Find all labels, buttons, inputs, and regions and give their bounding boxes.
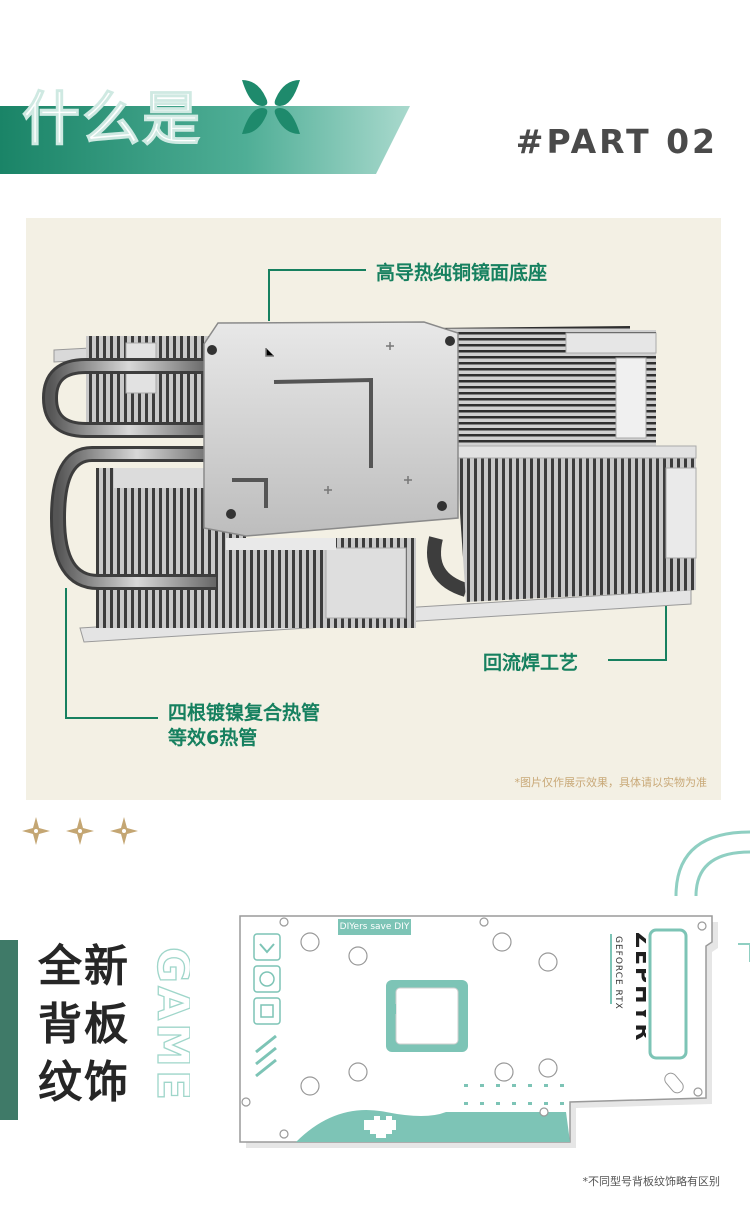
game-watermark: GAME xyxy=(150,946,190,1103)
backplate-illustration xyxy=(239,915,718,1148)
part-label: #PART 02 xyxy=(515,122,718,161)
backplate-brand-mark: ZEPHYR GEFORCE RTX xyxy=(610,932,646,1042)
callout-reflow-soldering: 回流焊工艺 xyxy=(483,652,579,674)
callout-heat-pipes: 四根镀镍复合热管 xyxy=(168,702,321,724)
brand-name-text: ZEPHYR xyxy=(630,932,646,1042)
section-header: 什么是 #PART 02 xyxy=(0,60,750,190)
header-title: 什么是 xyxy=(21,85,203,154)
heatsink-panel: 高导热纯铜镜面底座 回流焊工艺 四根镀镍复合热管 等效6热管 *图片仅作展示效果… xyxy=(26,218,721,800)
header-band xyxy=(0,106,410,174)
callout-equivalent-pipes: 等效6热管 xyxy=(168,727,258,749)
backplate-heading-line: 全新 xyxy=(38,941,130,992)
panel-disclaimer: *图片仅作展示效果，具体请以实物为准 xyxy=(514,776,708,789)
backplate-heading-line: 背板 xyxy=(38,999,130,1050)
brand-sub-text: GEFORCE RTX xyxy=(613,936,623,1010)
backplate-heading-line: 纹饰 xyxy=(38,1057,130,1108)
x-logo-icon xyxy=(242,80,300,134)
decorative-arc xyxy=(674,830,750,962)
backplate-heading: 全新 背板 纹饰 xyxy=(38,938,158,1112)
backplate-disclaimer: *不同型号背板纹饰略有区别 xyxy=(582,1175,721,1188)
section-side-bar xyxy=(0,940,18,1120)
backplate-slogan-tag: DIYers save DIY xyxy=(338,919,411,935)
callout-copper-base: 高导热纯铜镜面底座 xyxy=(376,262,548,284)
heatsink-illustration xyxy=(41,269,697,719)
sparkle-icons xyxy=(22,817,138,845)
game-watermark-text: GAME xyxy=(150,947,190,1103)
